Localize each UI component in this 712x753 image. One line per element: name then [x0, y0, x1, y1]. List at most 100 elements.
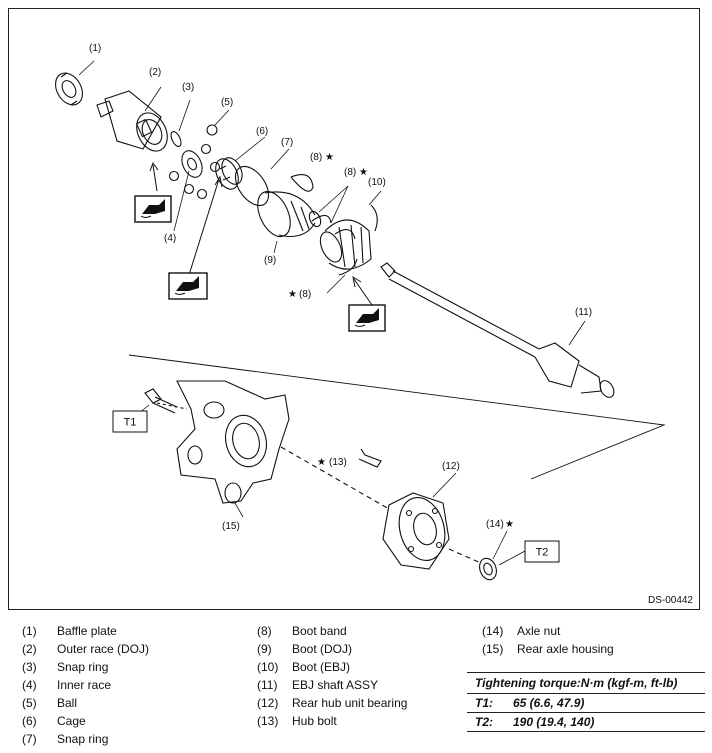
legend-part-name: Boot (EBJ) [292, 660, 351, 674]
torque-value: 65 (6.6, 47.9) [513, 696, 585, 710]
callout-5: (5) [221, 97, 233, 108]
legend-number: (13) [257, 714, 279, 728]
legend-item: (9) Boot (DOJ) [257, 640, 407, 658]
ball-parts [168, 124, 221, 200]
legend-part-name: EBJ shaft ASSY [292, 678, 379, 692]
callout-8-low: (8) [299, 289, 311, 300]
callout-14: (14) [486, 519, 504, 530]
legend-number: (10) [257, 660, 279, 674]
star-icons: ★ ★ ★ ★ ★ [288, 152, 514, 530]
callout-2: (2) [149, 67, 161, 78]
legend-number: (2) [22, 642, 37, 656]
legend-number: (5) [22, 696, 37, 710]
legend-number: (4) [22, 678, 37, 692]
legend-item: (7) Snap ring [22, 730, 149, 748]
legend-column-2: (8)Boot band(9)Boot (DOJ)(10)Boot (EBJ)(… [257, 622, 407, 730]
legend-column-3: (14) Axle nut (15) Rear axle housing [482, 622, 614, 658]
legend-item: (2) Outer race (DOJ) [22, 640, 149, 658]
legend-part-name: Rear axle housing [517, 642, 614, 656]
torque-tag-t1: T1 [112, 410, 148, 433]
legend-item: (15) Rear axle housing [482, 640, 614, 658]
star-icon: ★ [317, 457, 326, 468]
callout-8-top: (8) [310, 152, 322, 163]
legend-part-name: Axle nut [517, 624, 561, 638]
grease-icon [134, 195, 172, 223]
legend-column-1: (1) Baffle plate (2) Outer race (DOJ) (3) Sna… [22, 622, 149, 748]
legend-part-name: Hub bolt [292, 714, 337, 728]
callout-15: (15) [222, 521, 240, 532]
callout-leaders [78, 60, 586, 566]
callout-11: (11) [575, 307, 592, 318]
legend-part-name: Outer race (DOJ) [57, 642, 150, 656]
legend-item: (10) Boot (EBJ) [257, 658, 407, 676]
legend-part-name: Rear hub unit bearing [292, 696, 408, 710]
legend-item: (12) Rear hub unit bearing [257, 694, 407, 712]
legend-item: (3) Snap ring [22, 658, 149, 676]
legend-part-name: Boot band [292, 624, 347, 638]
svg-text:T2: T2 [536, 547, 549, 559]
boot-band-parts [290, 174, 378, 276]
legend-part-name: Cage [57, 714, 86, 728]
callout-7: (7) [281, 137, 293, 148]
legend-number: (9) [257, 642, 272, 656]
callout-labels: (1) (2) (3) (5) (6) (7) (8) (8) (10) (4)… [89, 43, 592, 532]
legend-item: (11) EBJ shaft ASSY [257, 676, 407, 694]
callout-12: (12) [442, 461, 460, 472]
legend-part-name: Snap ring [57, 732, 109, 746]
legend-item: (6) Cage [22, 712, 149, 730]
legend-part-name: Ball [57, 696, 78, 710]
legend-part-name: Inner race [57, 678, 112, 692]
rear-hub-unit-bearing-part [280, 446, 450, 570]
legend-number: (14) [482, 624, 504, 638]
star-icon: ★ [288, 289, 297, 300]
legend-number: (1) [22, 624, 37, 638]
diagram-artwork: T1 T2 (1) (2) (3) (5) (6) (7) (8) (8) (1… [55, 43, 666, 581]
star-icon: ★ [359, 167, 368, 178]
legend-number: (15) [482, 642, 504, 656]
exploded-diagram: T1 T2 (1) (2) (3) (5) (6) (7) (8) (8) (1… [8, 8, 700, 610]
torque-header: Tightening torque:N·m (kgf-m, ft-lb) [467, 672, 705, 694]
legend-number: (11) [257, 678, 278, 692]
ebj-shaft-part [380, 262, 615, 398]
callout-4: (4) [164, 233, 176, 244]
svg-text:T1: T1 [124, 417, 137, 429]
snap-ring-large-part [234, 165, 270, 207]
callout-13: (13) [329, 457, 347, 468]
legend-part-name: Baffle plate [57, 624, 117, 638]
legend-number: (3) [22, 660, 37, 674]
legend-part-name: Boot (DOJ) [292, 642, 353, 656]
baffle-plate-part [55, 72, 83, 106]
torque-row: T1: 65 (6.6, 47.9) [467, 694, 705, 713]
legend-number: (12) [257, 696, 279, 710]
legend-number: (6) [22, 714, 37, 728]
callout-9: (9) [264, 255, 276, 266]
legend-item: (8) Boot band [257, 622, 407, 640]
bolt-t1-part [144, 388, 178, 414]
legend-item: (4) Inner race [22, 676, 149, 694]
torque-tag-t2: T2 [524, 540, 560, 563]
hub-bolt-part [358, 448, 382, 468]
grease-icon [348, 304, 386, 332]
legend-part-name: Snap ring [57, 660, 109, 674]
torque-key: T1: [475, 696, 493, 710]
boot-ebj-part [319, 219, 372, 270]
legend-item: (1) Baffle plate [22, 622, 149, 640]
legend-number: (7) [22, 732, 37, 746]
callout-10: (10) [368, 177, 386, 188]
rear-axle-housing-part [156, 380, 290, 504]
assembly-guide-line [128, 354, 666, 480]
boot-doj-part [257, 190, 322, 238]
callout-1: (1) [89, 43, 101, 54]
legend-item: (5) Ball [22, 694, 149, 712]
torque-row: T2: 190 (19.4, 140) [467, 713, 705, 732]
torque-value: 190 (19.4, 140) [513, 715, 595, 729]
legend-item: (13) Hub bolt [257, 712, 407, 730]
legend-number: (8) [257, 624, 272, 638]
snap-ring-part [170, 131, 182, 147]
star-icon: ★ [505, 519, 514, 530]
torque-table: Tightening torque:N·m (kgf-m, ft-lb) T1:… [467, 672, 705, 732]
grease-icon [168, 272, 208, 300]
legend-item: (14) Axle nut [482, 622, 614, 640]
star-icon: ★ [325, 152, 334, 163]
callout-3: (3) [182, 82, 194, 93]
